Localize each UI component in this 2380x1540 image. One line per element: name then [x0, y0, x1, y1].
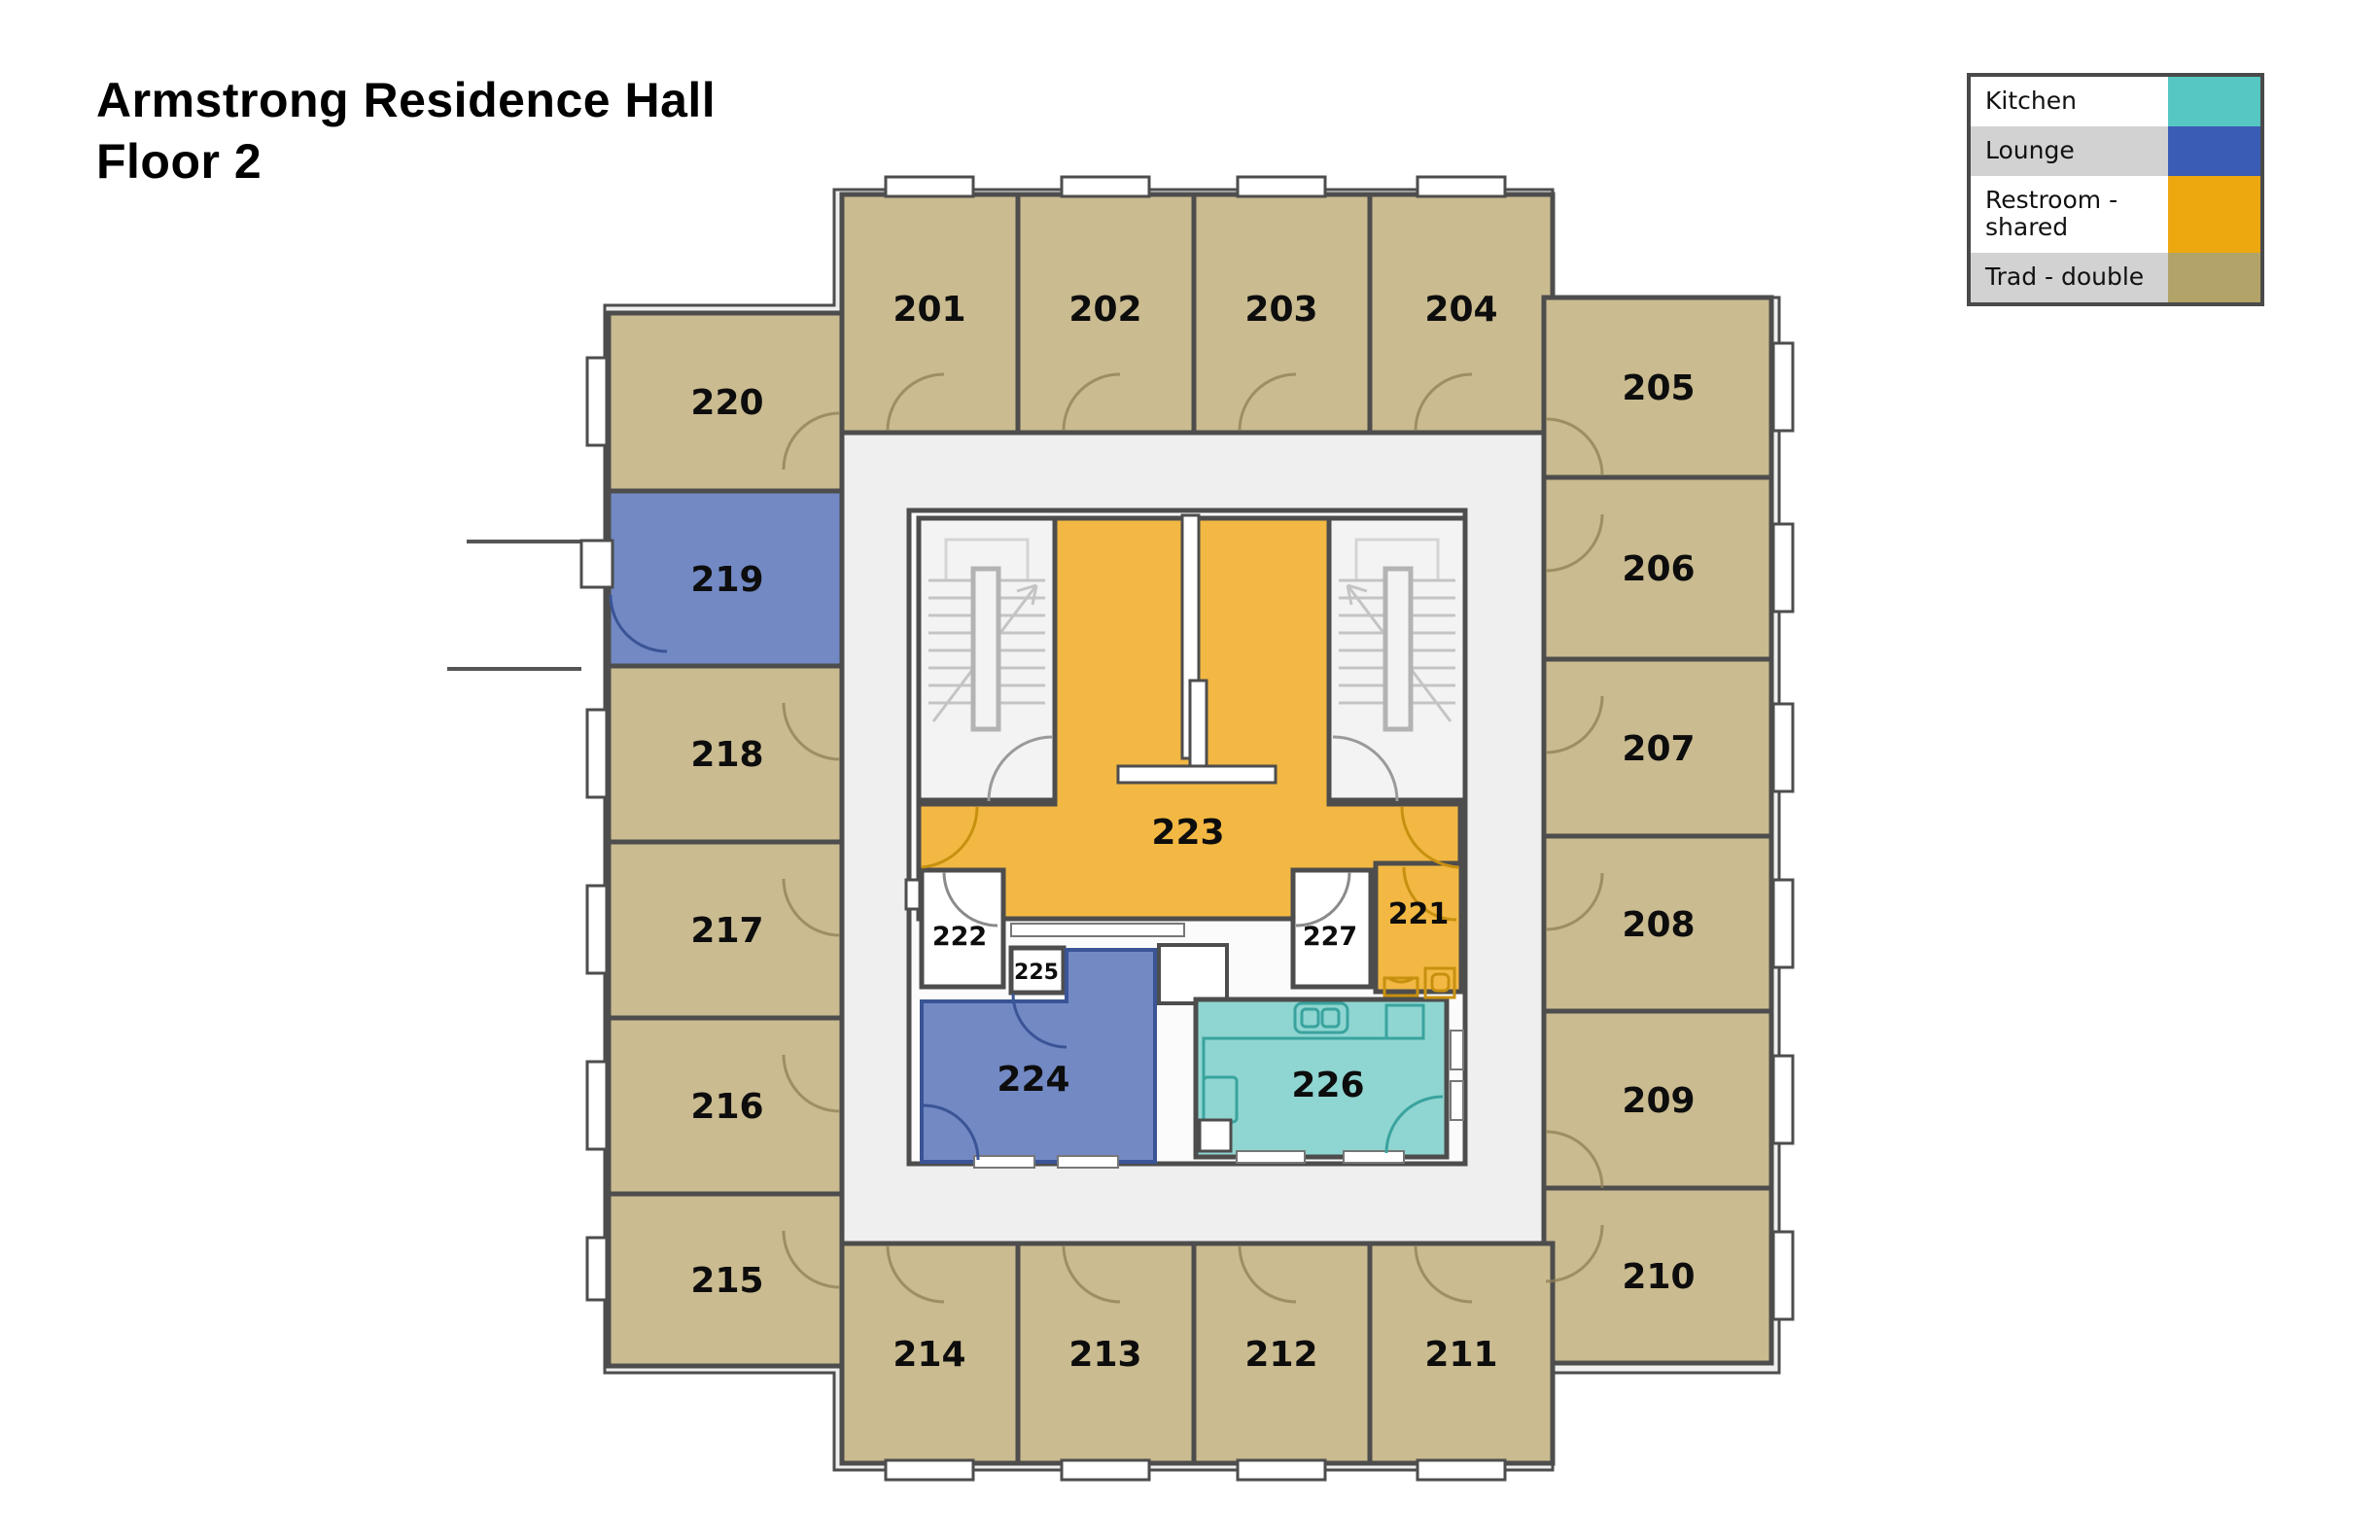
room-216 — [606, 1015, 845, 1197]
utility-box — [1157, 943, 1229, 1005]
room-210 — [1541, 1185, 1774, 1366]
page-title: Armstrong Residence Hall Floor 2 — [96, 70, 716, 192]
room-211-label: 211 — [1424, 1335, 1497, 1375]
room-204-label: 204 — [1424, 290, 1497, 330]
room-labels: 201 202 203 204 205 206 207 208 209 210 … — [690, 290, 1695, 1375]
legend-swatch-lounge — [2168, 125, 2260, 176]
room-220-label: 220 — [690, 383, 763, 423]
legend-row-kitchen: Kitchen — [1971, 77, 2260, 126]
room-207 — [1541, 656, 1774, 839]
room-215 — [606, 1191, 845, 1369]
room-208-label: 208 — [1622, 905, 1695, 945]
room-218-label: 218 — [690, 735, 763, 775]
stairwell-right — [1326, 515, 1468, 803]
room-219-label: 219 — [690, 560, 763, 600]
room-206 — [1541, 474, 1774, 662]
legend-label-kitchen: Kitchen — [1985, 87, 2077, 115]
legend-swatch-trad-double — [2168, 253, 2260, 302]
room-214-label: 214 — [892, 1335, 965, 1375]
room-210-label: 210 — [1622, 1257, 1695, 1297]
legend-swatch-kitchen — [2168, 77, 2260, 126]
room-219 — [606, 488, 845, 669]
legend-row-trad-double: Trad - double — [1971, 253, 2260, 302]
room-227-label: 227 — [1303, 922, 1357, 952]
room-214 — [839, 1241, 1021, 1466]
room-206-label: 206 — [1622, 549, 1695, 589]
room-213 — [1015, 1241, 1197, 1466]
door-arcs — [782, 372, 1604, 1304]
room-213-label: 213 — [1068, 1335, 1141, 1375]
room-225 — [1008, 945, 1067, 996]
kitchen-fixtures — [1198, 1001, 1425, 1153]
room-221 — [1373, 860, 1464, 995]
floor-name: Floor 2 — [96, 134, 262, 189]
room-227 — [1290, 867, 1374, 990]
room-212 — [1191, 1241, 1373, 1466]
door-arcs-center — [609, 594, 1459, 1161]
legend-label-lounge: Lounge — [1985, 135, 2075, 164]
room-221-label: 221 — [1388, 897, 1450, 931]
room-211 — [1367, 1241, 1556, 1466]
legend-label-restroom: Restroom - shared — [1985, 185, 2118, 242]
room-215-label: 215 — [690, 1261, 763, 1301]
room-226-label: 226 — [1291, 1066, 1364, 1105]
room-222 — [919, 867, 1006, 990]
room-216-label: 216 — [690, 1087, 763, 1127]
room-218 — [606, 663, 845, 845]
restroom-divider-wall — [1116, 513, 1278, 785]
room-202-label: 202 — [1068, 290, 1141, 330]
stairwell-left — [916, 515, 1058, 803]
room-212-label: 212 — [1244, 1335, 1317, 1375]
room-207-label: 207 — [1622, 729, 1695, 769]
windows — [579, 175, 1795, 1482]
building-name: Armstrong Residence Hall — [96, 73, 717, 127]
legend: Kitchen Lounge Restroom - shared Trad - … — [1967, 73, 2264, 306]
wall-openings — [973, 923, 1464, 1169]
room-224 — [920, 948, 1157, 1164]
entrance-walk — [447, 540, 581, 671]
room-201-label: 201 — [892, 290, 965, 330]
room-217-label: 217 — [690, 911, 763, 951]
room-225-label: 225 — [1014, 961, 1059, 985]
legend-label-trad-double: Trad - double — [1985, 262, 2145, 291]
room-209 — [1541, 1008, 1774, 1191]
room-226 — [1193, 997, 1450, 1160]
room-209-label: 209 — [1622, 1081, 1695, 1121]
restroom-221-fixtures — [1382, 966, 1456, 999]
room-222-label: 222 — [932, 922, 987, 952]
legend-swatch-restroom — [2168, 175, 2260, 253]
room-205-label: 205 — [1622, 368, 1695, 408]
legend-row-lounge: Lounge — [1971, 125, 2260, 176]
legend-row-restroom: Restroom - shared — [1971, 175, 2260, 253]
room-224-label: 224 — [997, 1060, 1069, 1100]
room-201 — [839, 192, 1021, 436]
room-208 — [1541, 833, 1774, 1014]
room-203-label: 203 — [1244, 290, 1317, 330]
room-205 — [1541, 295, 1774, 480]
room-223-label: 223 — [1151, 813, 1224, 853]
wall-niche — [904, 878, 922, 911]
